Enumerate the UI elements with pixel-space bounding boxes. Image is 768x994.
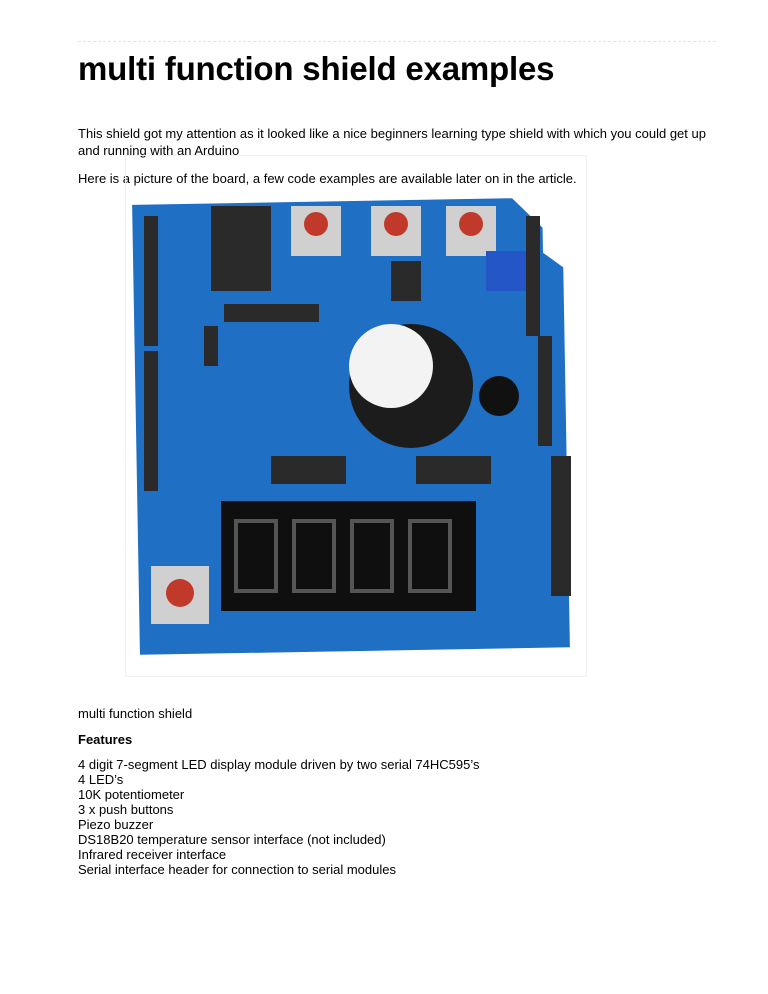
features-heading: Features <box>78 732 133 747</box>
list-item: Serial interface header for connection t… <box>78 862 396 877</box>
list-item: DS18B20 temperature sensor interface (no… <box>78 832 386 847</box>
list-item: 4 digit 7-segment LED display module dri… <box>78 757 480 772</box>
list-item: 3 x push buttons <box>78 802 174 817</box>
list-item: Infrared receiver interface <box>78 847 227 862</box>
picture-note: Here is a picture of the board, a few co… <box>78 171 577 186</box>
list-item: Piezo buzzer <box>78 817 154 832</box>
figure-caption: multi function shield <box>78 706 193 721</box>
list-item: 4 LED’s <box>78 772 124 787</box>
list-item: 10K potentiometer <box>78 787 185 802</box>
intro-paragraph: This shield got my attention as it looke… <box>78 126 706 158</box>
features-list: 4 digit 7-segment LED display module dri… <box>78 757 718 877</box>
board-photo <box>125 155 587 677</box>
divider <box>78 41 716 42</box>
page-title: multi function shield examples <box>78 50 555 87</box>
